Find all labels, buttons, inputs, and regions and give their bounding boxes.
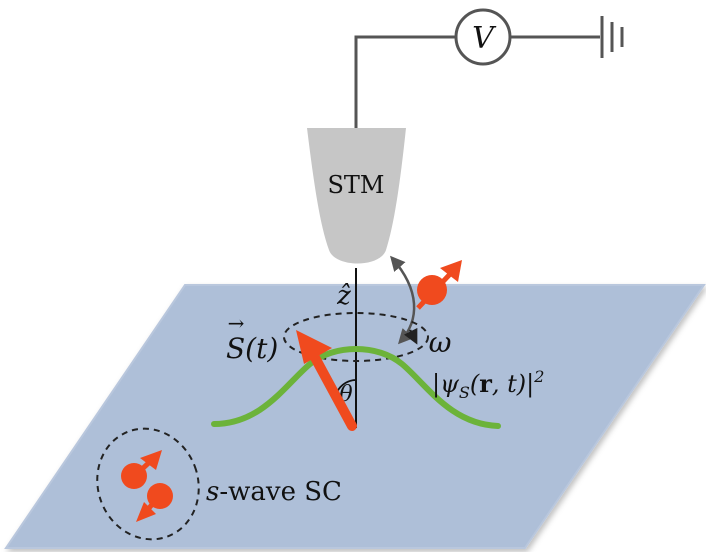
frequency-label: ω [429,326,452,359]
wavefunction-curve [211,346,501,429]
stm-label: STM [327,171,384,199]
voltmeter-icon: V [454,8,512,66]
voltmeter-label: V [472,21,497,56]
spin-arrow-icon [296,330,357,431]
spin-arrow-accent: → [228,311,245,335]
wavefunction-label: |ψS(r, t)|2 [432,367,544,402]
stm-tip [307,128,406,264]
cooper-pair-boundary [96,427,200,541]
sc-label: s-wave SC [206,477,342,507]
cooper-pair-icon [121,450,173,522]
z-axis-label: ẑ [336,281,351,311]
precession-arrowhead [403,327,418,345]
circuit-wire [354,35,455,128]
ground-icon [600,16,624,58]
spin-label: S(t) [226,332,278,365]
precession-orbit [283,312,429,362]
tunneling-electron-icon [416,260,462,310]
